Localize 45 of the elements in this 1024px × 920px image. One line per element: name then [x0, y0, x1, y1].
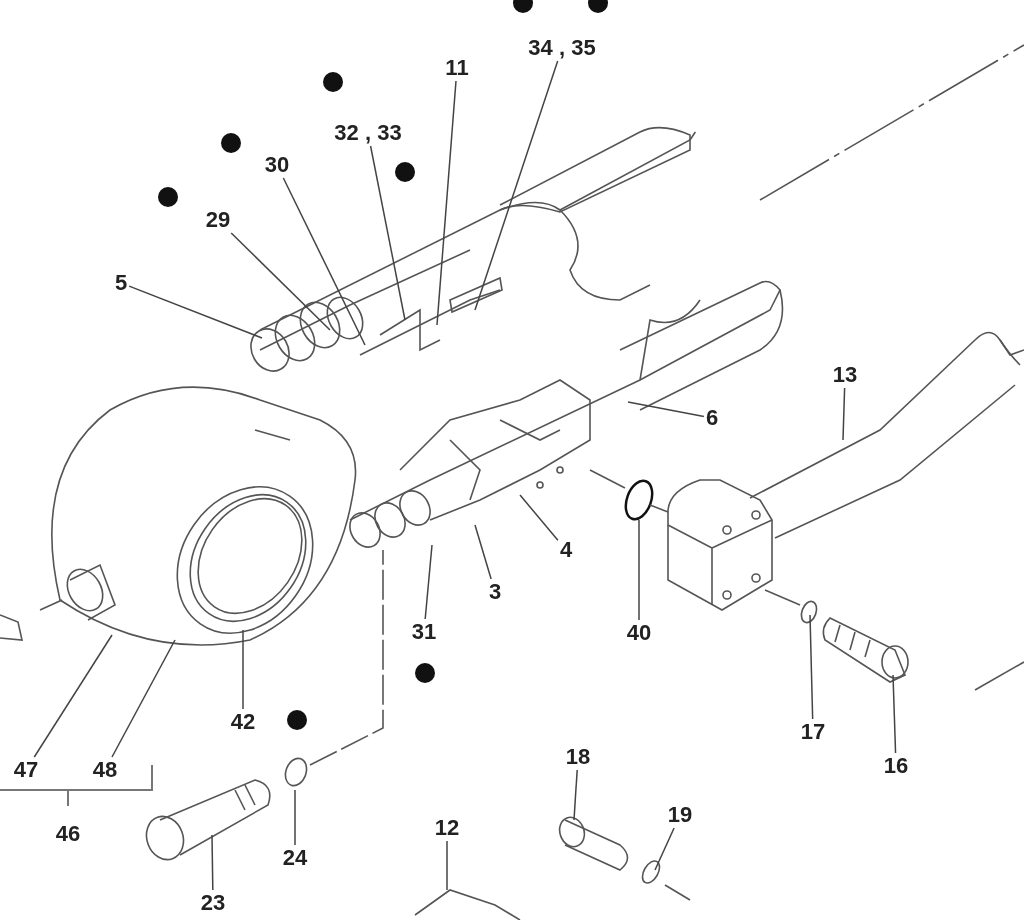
callout-number: 31: [411, 621, 437, 643]
leader-line: [474, 60, 559, 311]
callout-number: 47: [13, 759, 39, 781]
leader-line: [111, 639, 176, 758]
callout-number: 4: [559, 539, 573, 561]
leader-line: [638, 519, 640, 621]
leader-line: [627, 401, 705, 418]
leader-line: [33, 634, 113, 758]
callout-number: 23: [200, 892, 226, 914]
callout-number: 40: [626, 622, 652, 644]
leader-line: [369, 145, 406, 321]
leader-line: [842, 387, 846, 441]
callout-number: 16: [883, 755, 909, 777]
callout-number: 13: [832, 364, 858, 386]
callout-number: 32 , 33: [334, 122, 402, 144]
leader-line: [282, 177, 366, 346]
callout-number: 17: [800, 721, 826, 743]
leader-line: [892, 674, 897, 754]
leader-line: [809, 614, 814, 720]
leader-line: [294, 789, 296, 846]
callout-number: 24: [282, 847, 308, 869]
callout-number: 18: [565, 746, 591, 768]
leader-line: [230, 232, 331, 331]
callout-number: 6: [705, 407, 719, 429]
callout-number: 30: [264, 154, 290, 176]
callout-number: 42: [230, 711, 256, 733]
callout-number: 34 , 35: [528, 37, 596, 59]
leader-line: [573, 769, 578, 821]
callout-number: 5: [114, 272, 128, 294]
leader-line: [446, 840, 448, 891]
callout-number: 11: [445, 57, 469, 79]
leader-line: [474, 524, 492, 580]
callout-number: 12: [434, 817, 460, 839]
leader-line: [128, 285, 263, 339]
leader-line: [519, 494, 559, 542]
callout-number: 46: [55, 823, 81, 845]
callout-number: 19: [667, 804, 693, 826]
callout-number: 48: [92, 759, 118, 781]
leader-line: [242, 629, 244, 710]
callout-number: 29: [205, 209, 231, 231]
leader-line: [211, 834, 214, 891]
leader-line: [436, 80, 457, 326]
leader-line: [654, 827, 675, 871]
callout-number: 3: [488, 581, 502, 603]
leader-line: [424, 544, 433, 620]
